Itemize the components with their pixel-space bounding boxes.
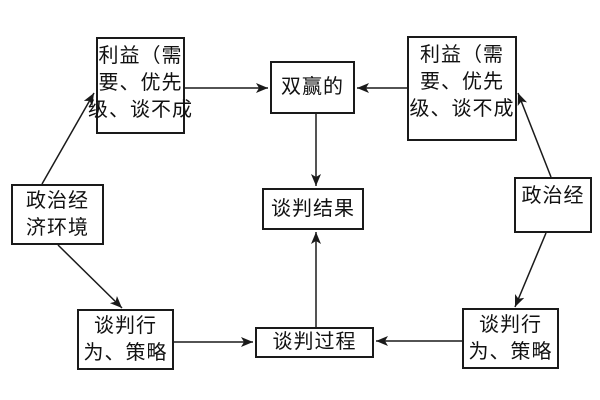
box-interests-left-line: 级、谈不成	[88, 99, 193, 121]
box-behavior-left-line: 为、策略	[83, 341, 168, 364]
box-win-win: 双赢的	[270, 61, 355, 114]
box-negotiation-result: 谈判结果	[262, 188, 364, 230]
box-win-win-label: 双赢的	[281, 76, 344, 98]
box-result-label: 谈判结果	[271, 197, 355, 220]
box-negotiation-behavior-right: 谈判行 为、策略	[462, 308, 559, 369]
box-behavior-left-line: 谈判行	[94, 314, 157, 337]
edge-env_right-to-behavior_right	[514, 232, 547, 308]
box-behavior-right-line: 谈判行	[479, 313, 542, 336]
box-env-left-line: 政治经	[26, 189, 89, 212]
box-interests-left-line: 利益（需	[98, 45, 183, 67]
box-negotiation-process: 谈判过程	[255, 327, 374, 358]
box-interests-left: 利益（需 要、优先 级、谈不成	[88, 37, 192, 134]
edge-env_right-to-interest_right	[517, 92, 552, 178]
box-interests-right-line: 要、优先	[420, 71, 504, 93]
box-interests-right-line: 利益（需	[420, 44, 504, 66]
edge-env_left-to-behavior_left	[57, 244, 123, 309]
box-behavior-right-line: 为、策略	[468, 340, 553, 363]
edge-env_left-to-interest_left	[41, 92, 95, 185]
box-political-economic-env-right: 政治经	[514, 177, 592, 233]
box-interests-right: 利益（需 要、优先 级、谈不成	[407, 36, 517, 141]
box-interests-left-line: 要、优先	[98, 72, 183, 94]
box-interests-right-line: 级、谈不成	[409, 98, 515, 120]
box-political-economic-env-left: 政治经 济环境	[11, 184, 104, 245]
box-process-label: 谈判过程	[272, 331, 357, 353]
box-env-right-line: 政治经	[521, 185, 585, 207]
box-negotiation-behavior-left: 谈判行 为、策略	[77, 309, 174, 370]
box-env-left-line: 济环境	[26, 216, 89, 239]
